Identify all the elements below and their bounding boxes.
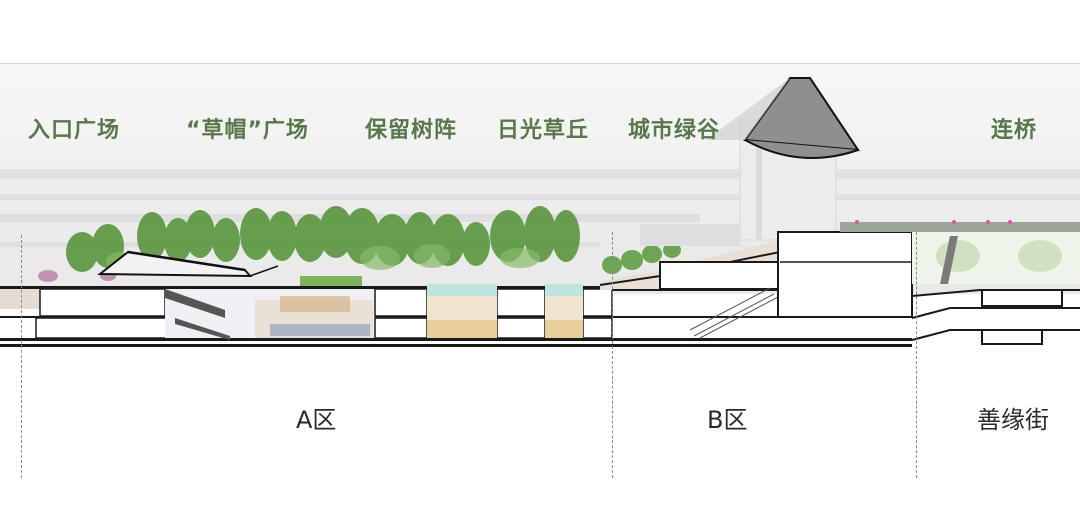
zone-label-a: A区 bbox=[296, 406, 337, 434]
tree-canopy bbox=[66, 206, 580, 272]
zone-divider-ab bbox=[612, 232, 613, 478]
zone-label-street: 善缘街 bbox=[977, 406, 1049, 434]
area-label-straw-hat-plaza: “草帽”广场 bbox=[186, 118, 309, 143]
area-label-urban-green-valley: 城市绿谷 bbox=[628, 118, 721, 143]
zone-divider-b-street bbox=[916, 232, 917, 478]
zone-divider-left bbox=[21, 235, 22, 478]
area-label-tree-array: 保留树阵 bbox=[365, 118, 458, 143]
area-label-sunlight-hill: 日光草丘 bbox=[497, 118, 590, 143]
zone-label-b: B区 bbox=[707, 406, 748, 434]
top-rule-line bbox=[0, 63, 1080, 64]
area-label-entrance-plaza: 入口广场 bbox=[28, 118, 121, 143]
area-label-bridge: 连桥 bbox=[991, 118, 1038, 143]
